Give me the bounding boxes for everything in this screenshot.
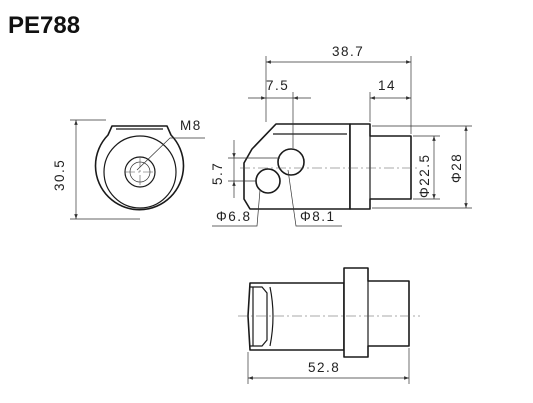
dim-28-label: Φ28 [449, 153, 464, 183]
m8-label: M8 [180, 118, 202, 133]
part-number-title: PE788 [8, 12, 80, 39]
dim-6-8-value: 6.8 [228, 209, 251, 224]
bottom-view-spigot [343, 267, 410, 358]
dim-8-1-leader [287, 169, 342, 227]
bottom-view-face [250, 286, 268, 347]
bottom-view-curve [269, 286, 274, 347]
m8-leader [136, 137, 205, 171]
dim-8-1: Φ8.1 [287, 169, 342, 227]
front-view-inner-ring [103, 135, 177, 209]
small-hole [255, 168, 281, 194]
dim-7-5-label: 7.5 [266, 78, 289, 93]
dim-22-5: Φ22.5 [413, 135, 440, 200]
dim-52-8: 52.8 [247, 348, 410, 384]
dim-28-value: 28 [449, 153, 464, 171]
front-view: M8 [94, 118, 205, 211]
diameter-symbol: Φ [417, 186, 432, 198]
dim-14: 14 [369, 78, 411, 122]
dim-6-8-leader [212, 189, 261, 227]
dim-14-label: 14 [378, 78, 396, 93]
dim-7-5: 7.5 [248, 78, 311, 148]
diameter-symbol: Φ [216, 209, 228, 224]
dim-30-5: 30.5 [52, 119, 140, 220]
diameter-symbol: Φ [300, 209, 312, 224]
dim-6-8-label: Φ6.8 [216, 209, 252, 224]
bottom-view-body [247, 282, 345, 351]
dim-22-5-value: 22.5 [417, 153, 432, 185]
dim-22-5-label: Φ22.5 [417, 153, 432, 198]
dim-6-8: Φ6.8 [212, 189, 261, 227]
dim-5-7: 5.7 [210, 140, 280, 198]
dim-8-1-value: 8.1 [312, 209, 335, 224]
dim-28: Φ28 [372, 125, 472, 209]
dim-52-8-label: 52.8 [308, 360, 340, 375]
dim-8-1-label: Φ8.1 [300, 209, 336, 224]
side-view-spigot [349, 123, 412, 210]
dim-38-7-label: 38.7 [332, 44, 364, 59]
dim-5-7-label: 5.7 [210, 162, 225, 185]
dim-30-5-label: 30.5 [52, 159, 67, 191]
large-hole [277, 148, 305, 176]
side-view [240, 123, 420, 210]
dim-38-7: 38.7 [265, 44, 412, 134]
diameter-symbol: Φ [449, 171, 464, 183]
bottom-view [238, 267, 420, 358]
